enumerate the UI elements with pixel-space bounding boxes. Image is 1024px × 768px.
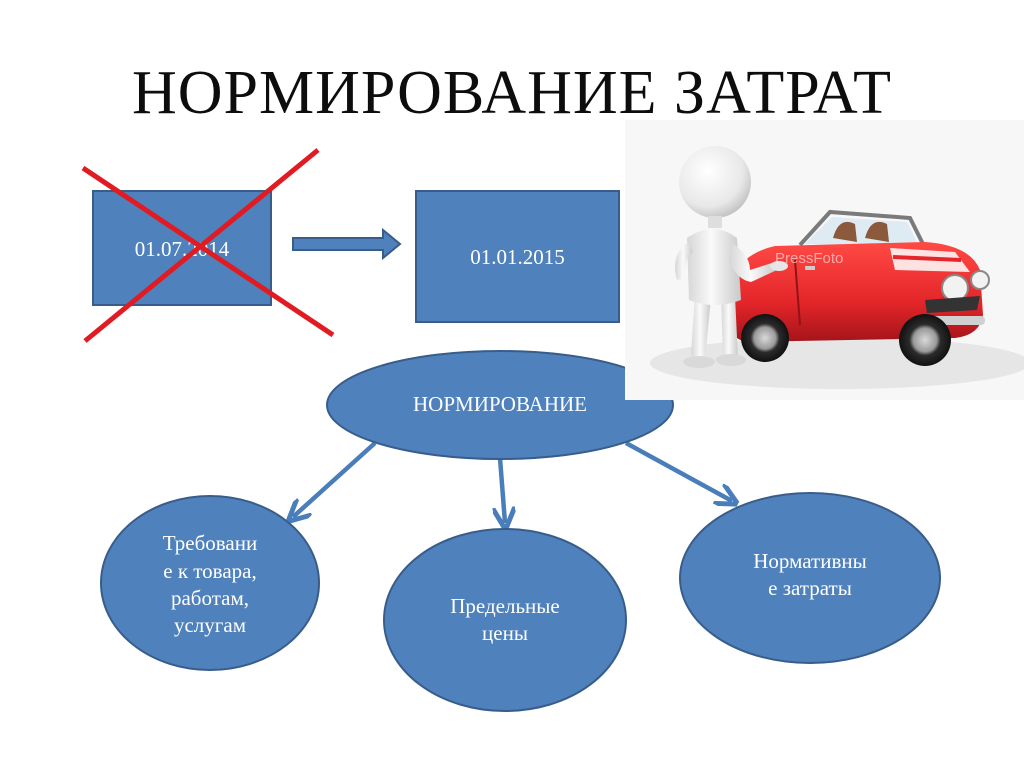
child-label-requirements: Требовани е к товара, работам, услугам (162, 531, 258, 638)
child-ellipse-requirements (100, 495, 320, 671)
person-with-car-illustration: PressFoto (625, 120, 1024, 400)
white-person-icon (675, 146, 788, 368)
root-ellipse-label: НОРМИРОВАНИЕ (413, 392, 587, 417)
child-label-price-limits: Предельные цены (450, 593, 560, 645)
red-car-icon (726, 209, 990, 366)
connector-right (624, 441, 732, 501)
cross-out-icon (81, 148, 335, 343)
new-date-box: 01.01.2015 (415, 190, 620, 323)
child-label-standard-costs: Нормативны е затраты (753, 548, 867, 600)
new-date-label: 01.01.2015 (470, 245, 565, 269)
connector-center (500, 457, 505, 523)
child-ellipse-price-limits (383, 528, 627, 712)
connector-left (293, 441, 377, 517)
child-ellipse-standard-costs (679, 492, 941, 664)
root-ellipse (326, 350, 674, 460)
watermark-label: PressFoto (775, 250, 843, 267)
right-arrow-icon (292, 227, 402, 261)
slide-title: НОРМИРОВАНИЕ ЗАТРАТ (131, 59, 893, 127)
